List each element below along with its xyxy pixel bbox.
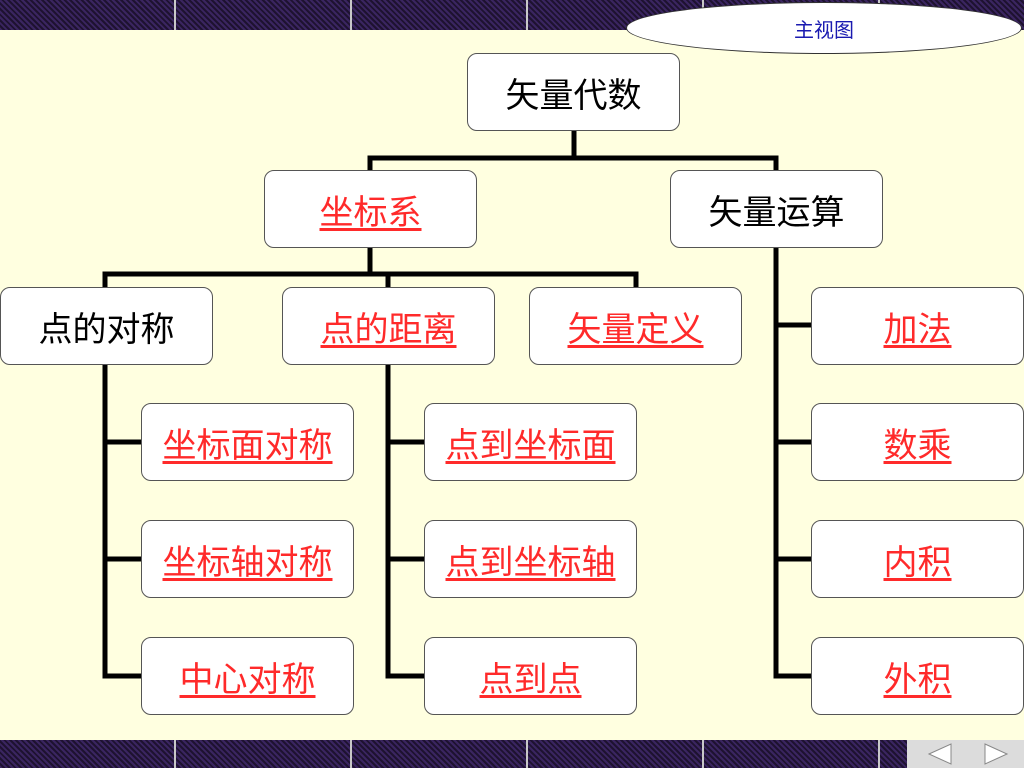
node-symmetry: 点的对称 <box>0 287 213 365</box>
node-plane-sym[interactable]: 坐标面对称 <box>141 403 354 481</box>
node-coord[interactable]: 坐标系 <box>264 170 477 248</box>
node-vector-def[interactable]: 矢量定义 <box>529 287 742 365</box>
triangle-left-icon <box>927 743 952 765</box>
node-add[interactable]: 加法 <box>811 287 1024 365</box>
node-scalar-mul[interactable]: 数乘 <box>811 403 1024 481</box>
node-to-axis[interactable]: 点到坐标轴 <box>424 520 637 598</box>
node-root: 矢量代数 <box>467 53 680 131</box>
node-center-sym[interactable]: 中心对称 <box>141 637 354 715</box>
node-inner[interactable]: 内积 <box>811 520 1024 598</box>
node-distance[interactable]: 点的距离 <box>282 287 495 365</box>
triangle-right-icon <box>984 743 1009 765</box>
node-outer[interactable]: 外积 <box>811 637 1024 715</box>
next-slide-button[interactable] <box>969 740 1019 768</box>
bottom-decor-bar <box>0 740 1024 768</box>
node-to-point[interactable]: 点到点 <box>424 637 637 715</box>
slide-nav <box>907 740 1024 768</box>
node-to-plane[interactable]: 点到坐标面 <box>424 403 637 481</box>
prev-slide-button[interactable] <box>915 740 965 768</box>
node-axis-sym[interactable]: 坐标轴对称 <box>141 520 354 598</box>
main-view-link[interactable]: 主视图 <box>626 2 1022 54</box>
node-ops: 矢量运算 <box>670 170 883 248</box>
